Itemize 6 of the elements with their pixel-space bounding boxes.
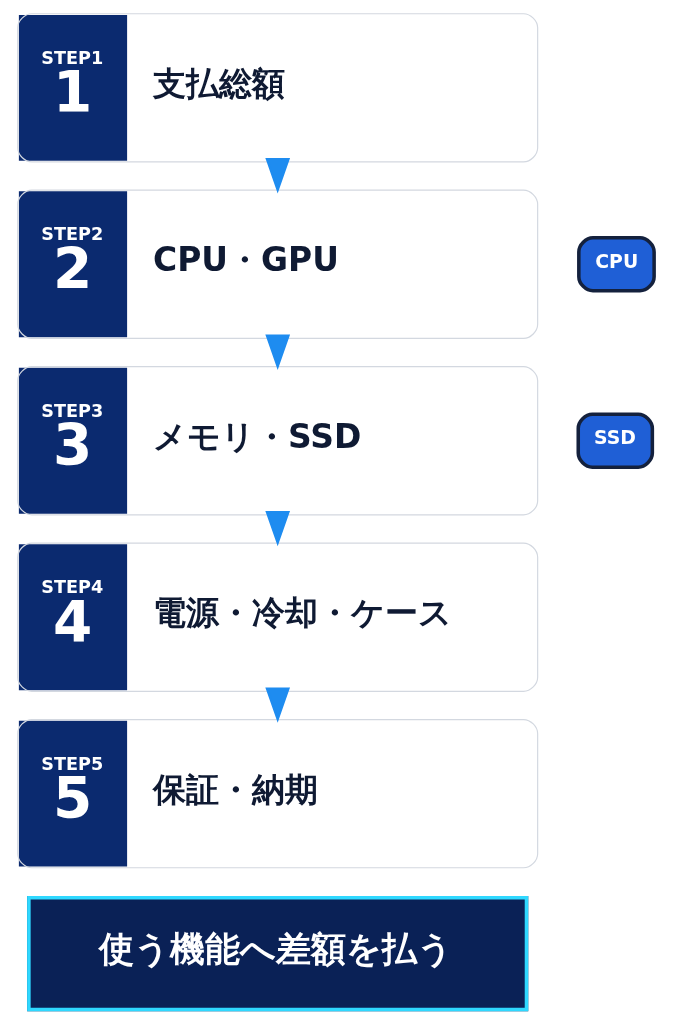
arrow (265, 157, 291, 193)
arrow (265, 334, 291, 370)
label: SSD (594, 426, 636, 448)
arrow (265, 510, 291, 546)
label: CPU (595, 250, 639, 272)
arrow (265, 686, 291, 723)
